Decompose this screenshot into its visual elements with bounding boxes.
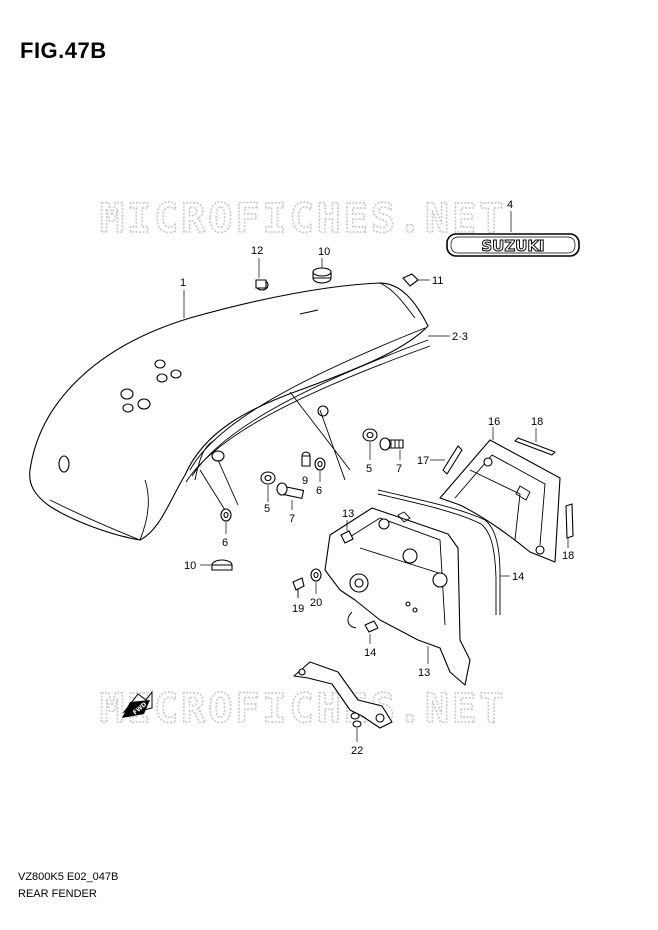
callout-6-right: 6: [316, 485, 322, 497]
callout-7-upper: 7: [396, 463, 402, 475]
callout-14: 14: [364, 647, 376, 659]
part-14-bolt: [364, 620, 379, 633]
callout-12: 12: [251, 245, 263, 257]
part-10-cap: [211, 559, 233, 571]
callout-9: 9: [302, 475, 308, 487]
watermark-top: MICROFICHES.NET: [100, 196, 506, 242]
callout-15: 13: [342, 508, 354, 520]
part-22-stay: [293, 661, 393, 729]
callout-19: 19: [292, 603, 304, 615]
suzuki-emblem: SUZUKI: [446, 233, 580, 257]
watermark-bottom: MICROFICHES.NET: [100, 686, 506, 732]
part-11-nut: [402, 273, 419, 287]
part-17-plate-bracket: [439, 439, 561, 563]
callout-4: 4: [507, 199, 513, 211]
callout-16: 14: [512, 571, 524, 583]
callout-18-upper: 17: [417, 455, 429, 467]
part-20-washer: [310, 568, 322, 582]
part-18-pad-upper: [442, 445, 463, 475]
callout-20: 20: [310, 597, 322, 609]
callout-10: 10: [184, 560, 196, 572]
part-6-washer-left: [220, 508, 232, 522]
callout-5-lower: 5: [264, 503, 270, 515]
callout-5-upper: 5: [366, 463, 372, 475]
callout-22: 22: [351, 745, 363, 757]
callout-13: 13: [418, 667, 430, 679]
part-5-collar-upper: [362, 428, 378, 442]
part-16-wire: [377, 489, 501, 615]
part-6-washer-right: [314, 457, 326, 471]
fwd-arrow-icon: FWD: [122, 690, 153, 718]
part-7-bolt-lower: [276, 482, 305, 499]
part-5-collar-lower: [260, 471, 276, 485]
callout-21: 18: [531, 416, 543, 428]
diagram-name: REAR FENDER: [18, 888, 97, 900]
part-21-strip: [514, 437, 556, 456]
callout-17: 16: [488, 416, 500, 428]
part-13-bracket: [324, 507, 471, 686]
rear-fender: [29, 282, 431, 541]
callout-6-left: 6: [222, 537, 228, 549]
figure-title: FIG.47B: [20, 38, 107, 63]
emblem-text: SUZUKI: [481, 237, 544, 255]
diagram-code: VZ800K5 E02_047B: [18, 871, 119, 883]
callout-1: 1: [180, 277, 186, 289]
part-18-pad-right: [565, 503, 574, 539]
part-12-cushion: [255, 279, 269, 291]
part-19-screw: [292, 577, 305, 598]
part-15-clip: [340, 530, 354, 544]
part-9-washer: [301, 451, 311, 467]
callout-18-right: 18: [562, 550, 574, 562]
part-7-bolt-upper: [379, 437, 404, 451]
callout-8: 10: [318, 246, 330, 258]
part-8-grommet: [312, 267, 332, 284]
callout-11: 11: [432, 275, 443, 287]
callout-7-lower: 7: [289, 513, 295, 525]
callout-2-3: 2·3: [452, 331, 468, 343]
